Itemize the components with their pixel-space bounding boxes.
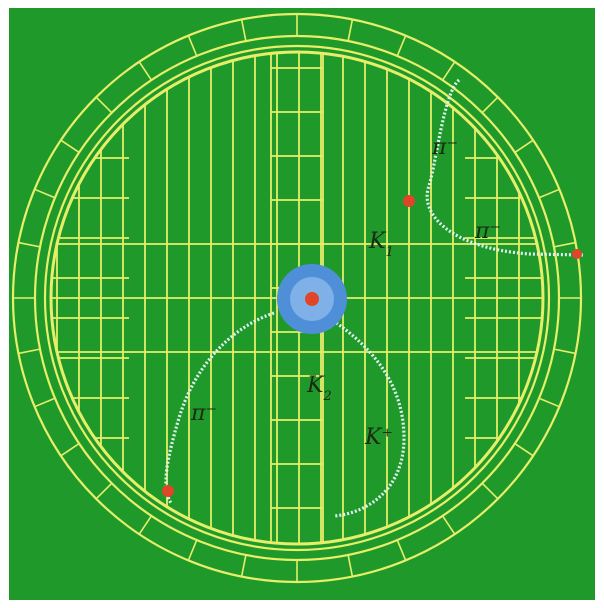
event-display-frame: π⁻ π⁻ K1 K2 π⁻ K⁺ xyxy=(9,8,595,600)
outer-segment-divider xyxy=(514,139,534,154)
label-k1: K1 xyxy=(368,229,394,260)
outer-segment-divider xyxy=(18,348,41,355)
outer-segment-divider xyxy=(538,188,560,199)
outer-segments xyxy=(13,14,581,582)
outer-segment-divider xyxy=(553,241,576,248)
label-k2: K2 xyxy=(306,373,332,404)
outer-segment-divider xyxy=(138,61,153,81)
track-hit-marker-icon xyxy=(403,195,415,207)
outer-segment-divider xyxy=(138,515,153,535)
outer-segment-divider xyxy=(60,442,80,457)
outer-segment-divider xyxy=(187,35,198,57)
outer-segment-divider xyxy=(240,19,247,42)
outer-segment-divider xyxy=(396,35,407,57)
outer-segment-divider xyxy=(347,554,354,577)
track-hit-marker-icon xyxy=(162,485,174,497)
outer-segment-divider xyxy=(347,19,354,42)
outer-segment-divider xyxy=(18,241,41,248)
track-pi-minus-left xyxy=(164,311,275,504)
outer-segment-divider xyxy=(34,397,56,408)
outer-segment-divider xyxy=(441,61,456,81)
outer-segment-divider xyxy=(95,482,113,500)
label-k1-sub: 1 xyxy=(385,245,393,260)
outer-segment-divider xyxy=(396,539,407,561)
outer-segment-divider xyxy=(240,554,247,577)
outer-segment-divider xyxy=(34,188,56,199)
track-hit-marker-icon xyxy=(572,249,582,259)
outer-segment-divider xyxy=(553,348,576,355)
beampipe xyxy=(277,264,347,334)
hit-markers xyxy=(162,195,582,497)
outer-segment-divider xyxy=(514,442,534,457)
interaction-vertex-icon xyxy=(305,292,319,306)
label-k1-main: K xyxy=(368,229,387,254)
label-k-plus: K⁺ xyxy=(364,425,393,450)
middle-ring-2 xyxy=(43,44,551,552)
particle-tracks xyxy=(164,78,585,518)
outer-segment-divider xyxy=(187,539,198,561)
outer-segment-divider xyxy=(441,515,456,535)
outer-segment-divider xyxy=(481,482,499,500)
outer-segment-divider xyxy=(538,397,560,408)
label-k2-sub: 2 xyxy=(322,389,331,404)
label-pi-minus-right: π⁻ xyxy=(474,219,501,244)
outer-segment-divider xyxy=(95,96,113,114)
outer-segment-divider xyxy=(60,139,80,154)
track-pi-minus-upper xyxy=(425,78,585,257)
label-pi-minus-left: π⁻ xyxy=(190,401,217,426)
label-k2-main: K xyxy=(306,373,325,398)
label-pi-minus-upper: π⁻ xyxy=(431,135,458,160)
outer-segment-divider xyxy=(481,96,499,114)
detector-event-display: π⁻ π⁻ K1 K2 π⁻ K⁺ xyxy=(9,8,595,600)
